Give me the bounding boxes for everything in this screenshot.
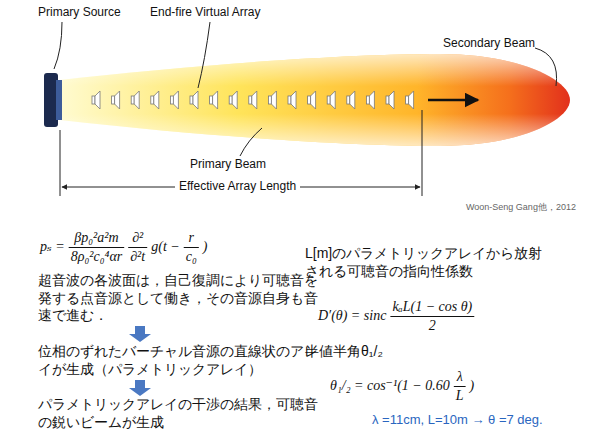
callout-label: Primary Source	[38, 5, 121, 20]
virtual-source	[112, 96, 115, 104]
virtual-source	[291, 91, 296, 109]
virtual-source	[131, 96, 134, 104]
virtual-source	[327, 96, 330, 104]
virtual-source	[366, 96, 369, 104]
virtual-source	[288, 96, 291, 104]
beam-arrow	[428, 99, 478, 102]
leader-line	[240, 128, 262, 156]
formula-part: ∂²	[132, 230, 143, 246]
formula-part: βp₀²a²m	[74, 230, 118, 246]
fraction-bar	[390, 316, 474, 317]
note-text: L[m]のパラメトリックアレイから放射される可聴音の指向性係数	[305, 245, 555, 280]
formula-part: )	[470, 378, 475, 394]
leader-line	[535, 48, 557, 86]
formula-part: kₐL(1 − cos θ)	[392, 299, 472, 315]
formula-part: r	[189, 230, 194, 246]
note-text: 超音波の各波面は，自己復調により可聴音を発する点音源として働き，その音源自身も音…	[38, 272, 328, 325]
virtual-source	[369, 91, 374, 109]
virtual-source	[210, 96, 213, 104]
formula-part: 2	[429, 318, 436, 334]
callout-label: End-fire Virtual Array	[150, 5, 261, 20]
virtual-source	[350, 91, 355, 109]
virtual-source	[193, 91, 198, 109]
virtual-source	[213, 91, 218, 109]
virtual-source	[232, 91, 237, 109]
leader-line	[54, 22, 62, 69]
note-text: 半値半角θ₁/₂	[305, 343, 383, 361]
virtual-source	[92, 96, 95, 104]
virtual-sources	[92, 91, 414, 109]
virtual-source	[190, 96, 193, 104]
virtual-source	[154, 91, 159, 109]
flow-arrow	[129, 380, 151, 396]
note-text: 位相のずれたバーチャル音源の直線状のアレイが生成（パラメトリックアレイ）	[38, 343, 328, 378]
formula-part: θ₁/₂ = cos⁻¹(1 − 0.60	[330, 378, 450, 394]
formula-part: pₛ =	[40, 239, 65, 255]
virtual-source	[389, 91, 394, 109]
virtual-source	[311, 91, 316, 109]
formula-part: g(t −	[151, 239, 180, 255]
callout-label: Primary Beam	[190, 157, 266, 172]
formula-part: 8ρ₀²c₀⁴αr	[71, 249, 123, 265]
leader-line	[198, 22, 210, 88]
beam	[60, 54, 570, 146]
primary-source	[44, 73, 58, 127]
dimension-label: Effective Array Length	[175, 179, 300, 194]
virtual-source	[386, 96, 389, 104]
formula-part: λ	[457, 369, 463, 385]
virtual-source	[95, 91, 100, 109]
fraction-bar	[454, 386, 466, 387]
virtual-source	[330, 91, 335, 109]
fraction-bar	[184, 247, 199, 248]
virtual-source	[229, 96, 232, 104]
formula-part: L	[456, 388, 464, 404]
formula-part: )	[203, 239, 208, 255]
formula-part: ∂²t	[130, 249, 145, 265]
virtual-source	[151, 96, 154, 104]
virtual-source	[252, 91, 257, 109]
virtual-source	[271, 91, 276, 109]
virtual-source	[347, 96, 350, 104]
virtual-source	[115, 91, 120, 109]
virtual-source	[409, 91, 414, 109]
virtual-source	[170, 96, 173, 104]
fraction-bar	[128, 247, 147, 248]
virtual-source	[134, 91, 139, 109]
fraction-bar	[69, 247, 125, 248]
formula-part: D′(θ) = sinc	[318, 308, 386, 324]
result-note: λ =11cm, L=10m → θ =7 deg.	[372, 412, 543, 428]
virtual-source	[308, 96, 311, 104]
virtual-source	[406, 96, 409, 104]
citation: Woon-Seng Gang他，2012	[466, 202, 576, 213]
virtual-source	[268, 96, 271, 104]
dimension-tick	[60, 130, 61, 196]
formula-part: c₀	[186, 249, 197, 265]
flow-arrow	[129, 326, 151, 342]
note-text: パラメトリックアレイの干渉の結果，可聴音の鋭いビームが生成	[38, 396, 328, 431]
virtual-source	[173, 91, 178, 109]
dimension-tick	[422, 110, 423, 196]
virtual-source	[249, 96, 252, 104]
primary-source-face	[56, 80, 62, 120]
beam-fade	[60, 54, 570, 146]
callout-label: Secondary Beam	[443, 36, 535, 51]
